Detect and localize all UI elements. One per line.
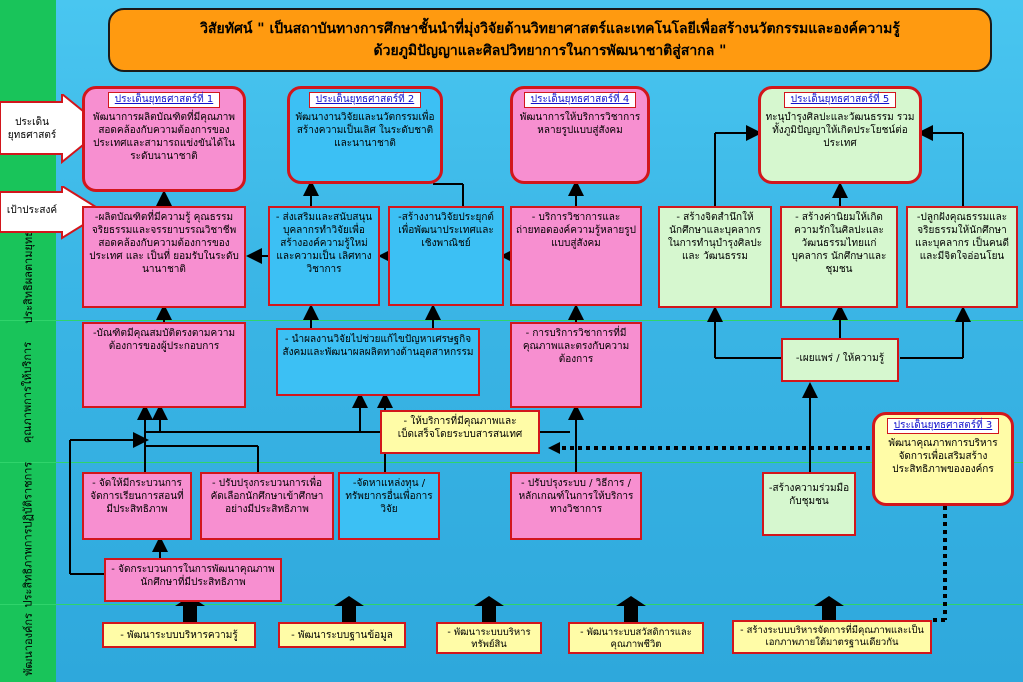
issue-2-title[interactable]: ประเด็นยุทธศาสตร์ที่ 2 (308, 92, 422, 108)
efficiency-6: - จัดกระบวนการในการพัฒนาคุณภาพนักศึกษาที… (104, 558, 282, 602)
vision-line-1: วิสัยทัศน์ " เป็นสถาบันทางการศึกษาชั้นนำ… (200, 21, 900, 37)
issue-1: ประเด็นยุทธศาสตร์ที่ 1 พัฒนาการผลิตบัณฑิ… (82, 86, 246, 192)
efficiency-2: - ปรับปรุงกระบวนการเพื่อคัดเลือกนักศึกษา… (200, 472, 334, 540)
vision-banner: วิสัยทัศน์ " เป็นสถาบันทางการศึกษาชั้นนำ… (108, 8, 992, 72)
goal-5b: - สร้างค่านิยมให้เกิดความรักในศิลปะและวั… (780, 206, 898, 308)
dotted-arrow-head (548, 442, 560, 454)
efficiency-3: -จัดหาแหล่งทุน / ทรัพยากรอื่นเพื่อการวิจ… (338, 472, 440, 540)
row-divider (0, 462, 1023, 463)
issue-5: ประเด็นยุทธศาสตร์ที่ 5 ทะนุบำรุงศิลปะและ… (758, 86, 922, 184)
efficiency-1: - จัดให้มีกระบวนการจัดการเรียนการสอนที่ม… (82, 472, 192, 540)
issues-callout-label: ประเด็นยุทธศาสตร์ (7, 117, 57, 141)
quality-1: -บัณฑิตมีคุณสมบัติตรงตามความต้องการของผู… (82, 322, 246, 408)
issue-1-text: พัฒนาการผลิตบัณฑิตที่มีคุณภาพสอดคล้องกับ… (93, 112, 235, 162)
goal-2a: - ส่งเสริมและสนับสนุนบุคลากรทำวิจัยเพื่อ… (268, 206, 380, 306)
issue-3: ประเด็นยุทธศาสตร์ที่ 3 พัฒนาคุณภาพการบริ… (872, 412, 1014, 506)
issue-4-title[interactable]: ประเด็นยุทธศาสตร์ที่ 4 (523, 92, 637, 108)
quality-6: - ให้บริการที่มีคุณภาพและเบ็ดเสร็จโดยระบ… (380, 410, 540, 454)
goal-5a: - สร้างจิตสำนึกให้นักศึกษาและบุคลากรในกา… (658, 206, 772, 308)
issue-4-text: พัฒนาการให้บริการวิชาการหลายรูปแบบสู่สัง… (519, 112, 641, 136)
issue-4: ประเด็นยุทธศาสตร์ที่ 4 พัฒนาการให้บริการ… (510, 86, 650, 184)
issue-5-title[interactable]: ประเด็นยุทธศาสตร์ที่ 5 (783, 92, 897, 108)
issue-1-title[interactable]: ประเด็นยุทธศาสตร์ที่ 1 (107, 92, 221, 108)
goal-4: - บริการวิชาการและถ่ายทอดองค์ความรู้หลาย… (510, 206, 642, 306)
quality-4: - การบริการวิชาการที่มีคุณภาพและตรงกับคว… (510, 322, 642, 408)
development-5: - สร้างระบบบริหารจัดการที่มีคุณภาพและเป็… (732, 620, 932, 654)
goal-2b: -สร้างงานวิจัยประยุกต์เพื่อพัฒนาประเทศแล… (388, 206, 504, 306)
development-2: - พัฒนาระบบฐานข้อมูล (278, 622, 406, 648)
goals-callout-label: เป้าประสงค์ (6, 205, 58, 216)
quality-2: - นำผลงานวิจัยไปช่วยแก้ไขปัญหาเศรษฐกิจสั… (276, 328, 480, 396)
efficiency-4: - ปรับปรุงระบบ / วิธีการ /หลักเกณฑ์ในการ… (510, 472, 642, 540)
goal-1: -ผลิตบัณฑิตที่มีความรู้ คุณธรรม จริยธรรม… (82, 206, 246, 308)
row-divider (0, 320, 1023, 321)
development-4: - พัฒนาระบบสวัสดิการและคุณภาพชีวิต (568, 622, 704, 654)
vision-line-2: ด้วยภูมิปัญญาและศิลปวิทยาการในการพัฒนาชา… (373, 43, 727, 59)
issue-3-title[interactable]: ประเด็นยุทธศาสตร์ที่ 3 (886, 418, 1000, 434)
issue-2-text: พัฒนางานวิจัยและนวัตกรรมเพื่อสร้างความเป… (295, 112, 435, 149)
goal-5c: -ปลูกฝังคุณธรรมและจริยธรรมให้นักศึกษาและ… (906, 206, 1018, 308)
development-3: - พัฒนาระบบบริหารทรัพย์สิน (436, 622, 542, 654)
efficiency-5: -สร้างความร่วมมือกับชุมชน (762, 472, 856, 536)
row-divider (0, 604, 1023, 605)
issue-5-text: ทะนุบำรุงศิลปะและวัฒนธรรม รวมทั้งภูมิปัญ… (765, 112, 915, 149)
development-1: - พัฒนาระบบบริหารความรู้ (102, 622, 256, 648)
quality-5: -เผยแพร่ / ให้ความรู้ (781, 338, 899, 382)
issue-2: ประเด็นยุทธศาสตร์ที่ 2 พัฒนางานวิจัยและน… (287, 86, 443, 184)
issue-3-text: พัฒนาคุณภาพการบริหารจัดการเพื่อเสริมสร้า… (888, 438, 998, 475)
